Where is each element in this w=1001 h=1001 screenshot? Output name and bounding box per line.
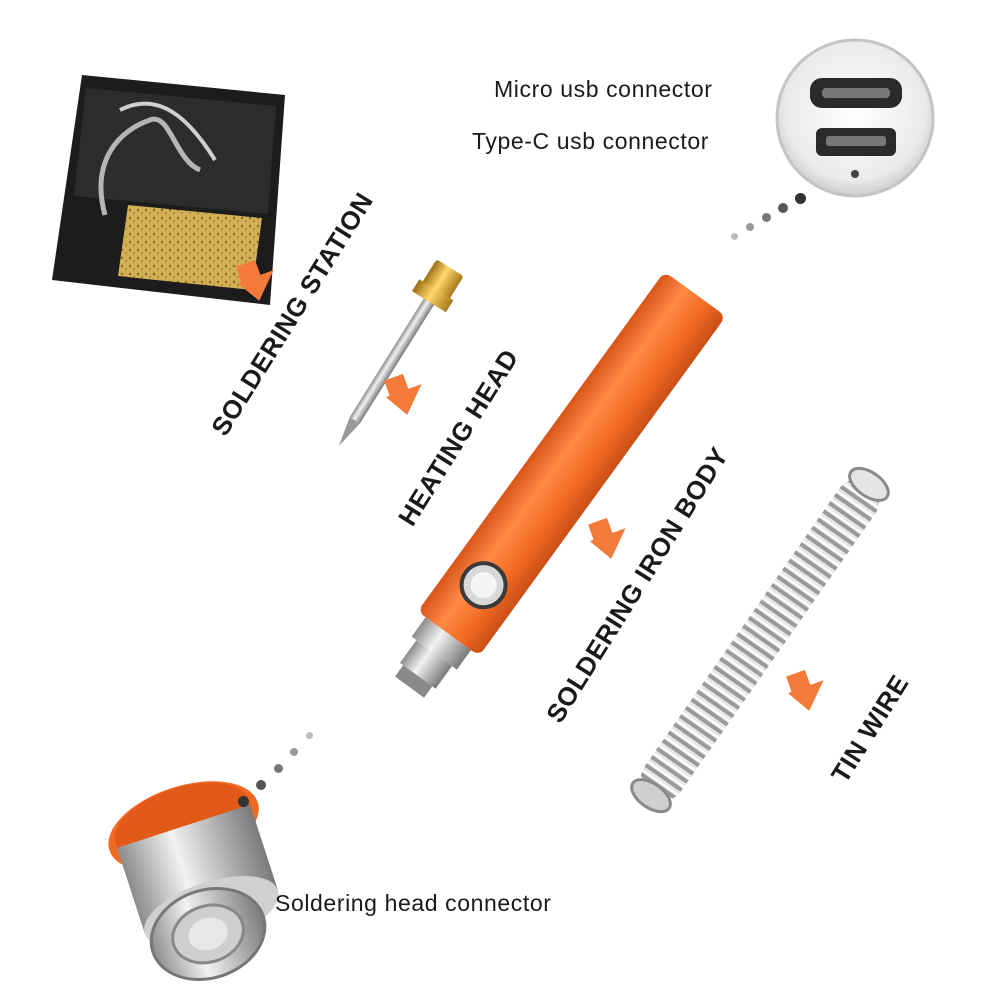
type-c-usb-label: Type-C usb connector [472, 128, 710, 154]
micro-usb-label: Micro usb connector [494, 76, 713, 102]
dot [731, 233, 738, 240]
head-connector-closeup [108, 781, 279, 981]
dot [238, 796, 249, 807]
soldering-iron-body-image [394, 274, 723, 698]
heating-head-image [338, 260, 463, 446]
dot [795, 193, 806, 204]
dot [778, 203, 788, 213]
arrow-down-icon [236, 259, 274, 301]
head-connector-label: Soldering head connector [275, 890, 552, 916]
usb-connector-closeup [775, 38, 935, 198]
dot [746, 223, 754, 231]
arrow-down-icon [786, 669, 824, 711]
tin-wire-image [630, 466, 890, 814]
dot [256, 780, 266, 790]
arrow-down-icon [384, 373, 422, 415]
arrow-down-icon [588, 517, 626, 559]
dot [762, 213, 771, 222]
dot [274, 764, 283, 773]
dot [306, 732, 313, 739]
soldering-station-image [52, 75, 285, 305]
dot [290, 748, 298, 756]
